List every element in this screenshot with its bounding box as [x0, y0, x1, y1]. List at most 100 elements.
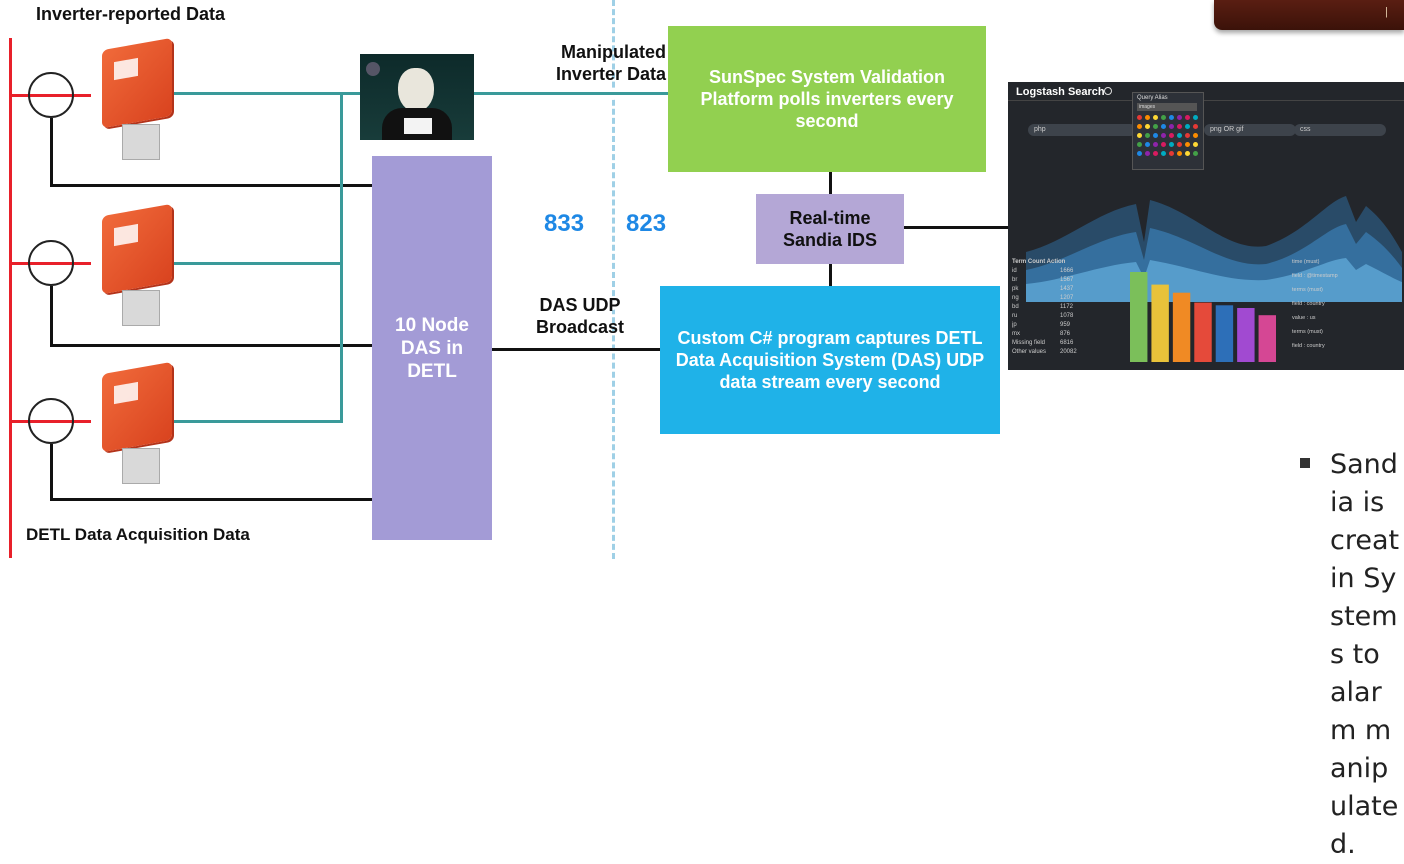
manipulated-data-label: Manipulated Inverter Data	[555, 42, 666, 84]
csharp-program-box: Custom C# program captures DETL Data Acq…	[660, 286, 1000, 434]
detl-acquisition-label: DETL Data Acquisition Data	[26, 525, 250, 544]
filter-row: terms (must)	[1292, 329, 1323, 335]
color-swatch	[1185, 124, 1190, 129]
bullet-icon	[1300, 458, 1310, 468]
sunspec-platform-box: SunSpec System Validation Platform polls…	[668, 26, 986, 172]
color-swatch	[1161, 124, 1166, 129]
color-swatch	[1177, 133, 1182, 138]
query-pill: php	[1028, 124, 1136, 136]
filter-row: value : us	[1292, 315, 1316, 321]
filter-row: terms (must)	[1292, 287, 1323, 293]
network-divider	[612, 0, 615, 559]
das-udp-line	[492, 348, 660, 351]
color-swatch	[1137, 124, 1142, 129]
divider-gap	[608, 90, 618, 100]
attacker-image	[360, 54, 474, 140]
color-swatch	[1185, 151, 1190, 156]
filter-row: field : @timestamp	[1292, 273, 1338, 279]
ids-csharp-line	[829, 264, 832, 286]
port-823: 823	[626, 210, 667, 237]
bar-chart	[1130, 272, 1276, 362]
popup-input: images	[1137, 103, 1197, 111]
color-swatch	[1177, 115, 1182, 120]
measure-line-1	[50, 118, 53, 186]
bar	[1130, 272, 1148, 362]
color-swatch	[1177, 124, 1182, 129]
color-swatch	[1193, 151, 1198, 156]
color-swatch	[1161, 142, 1166, 147]
photo-fragment: |	[1214, 0, 1404, 30]
inverter-data-bus	[340, 92, 343, 423]
color-swatch	[1169, 142, 1174, 147]
color-swatch	[1137, 142, 1142, 147]
color-swatch	[1145, 115, 1150, 120]
query-alias-popup: Query Alias images	[1132, 92, 1204, 170]
das-udp-label: DAS UDP Broadcast	[535, 295, 625, 337]
color-swatch	[1193, 133, 1198, 138]
popup-title: Query Alias	[1137, 95, 1168, 101]
sunspec-ids-line	[829, 172, 832, 194]
color-swatch	[1145, 133, 1150, 138]
filter-row: field : country	[1292, 301, 1325, 307]
bullet-text: Sandia is creatin Systems to alarm manip…	[1330, 449, 1400, 860]
inverter-data-line-3	[150, 420, 342, 423]
measure-line-3	[50, 444, 53, 500]
color-swatch	[1169, 124, 1174, 129]
color-swatch	[1153, 115, 1158, 120]
bar	[1258, 315, 1276, 362]
das-node-box: 10 Node DAS in DETL	[372, 156, 492, 540]
divider-gap	[608, 300, 618, 310]
color-swatch	[1185, 133, 1190, 138]
filter-row: time (must)	[1292, 259, 1320, 265]
color-swatch	[1145, 124, 1150, 129]
bar	[1215, 305, 1234, 362]
measure-line-1h	[50, 184, 372, 187]
filter-panel: time (must) field : @timestamp terms (must…	[1292, 258, 1400, 368]
color-swatch	[1193, 115, 1198, 120]
color-swatch	[1169, 151, 1174, 156]
current-sensor-icon	[28, 72, 74, 118]
color-swatch	[1185, 142, 1190, 147]
color-swatch	[1153, 142, 1158, 147]
color-swatch	[1137, 115, 1142, 120]
sandia-ids-box: Real-time Sandia IDS	[756, 194, 904, 264]
dashboard-title: Logstash Search	[1016, 86, 1105, 98]
color-swatch	[1145, 151, 1150, 156]
inverter-icon	[88, 203, 184, 330]
color-swatch	[1193, 142, 1198, 147]
color-swatch	[1161, 133, 1166, 138]
power-bus-line	[9, 38, 12, 558]
bar	[1172, 292, 1191, 362]
bar	[1151, 284, 1169, 362]
current-sensor-icon	[28, 398, 74, 444]
color-swatch	[1153, 151, 1158, 156]
color-swatch	[1161, 115, 1166, 120]
port-833: 833	[544, 210, 585, 237]
manipulated-data-line	[474, 92, 670, 95]
color-swatch	[1185, 115, 1190, 120]
inverter-data-line-2	[150, 262, 342, 265]
color-swatch	[1153, 124, 1158, 129]
current-sensor-icon	[28, 240, 74, 286]
color-swatch	[1161, 151, 1166, 156]
query-pill: png OR gif	[1204, 124, 1296, 136]
table-header: Term Count Action	[1012, 259, 1066, 265]
color-swatch	[1145, 142, 1150, 147]
bar	[1194, 302, 1212, 362]
color-swatch	[1177, 142, 1182, 147]
bar	[1237, 308, 1255, 362]
logstash-dashboard: Logstash Search php png OR gif css Query…	[1008, 82, 1404, 370]
area-chart	[1026, 196, 1402, 302]
gear-icon	[1104, 87, 1112, 95]
measure-line-2	[50, 286, 53, 346]
color-swatch	[1193, 124, 1198, 129]
query-pill: css	[1294, 124, 1386, 136]
